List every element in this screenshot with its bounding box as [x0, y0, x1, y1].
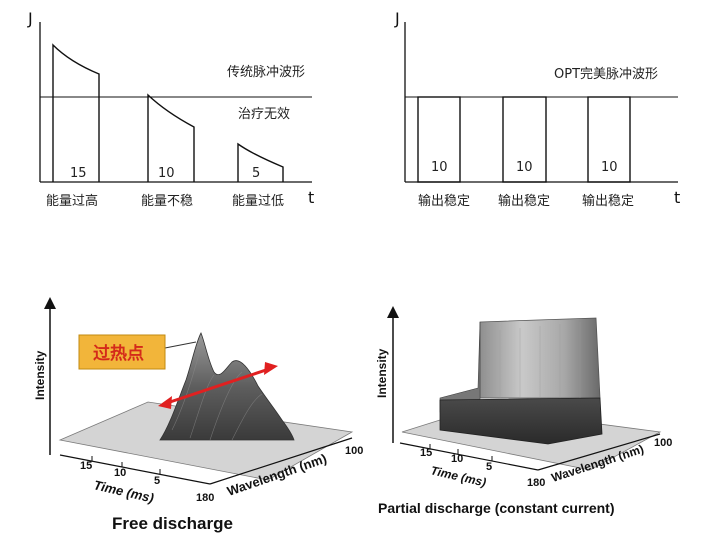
wavelength-tick-1: 180 [527, 477, 545, 489]
time-tick-2: 10 [451, 453, 463, 465]
caption: Partial discharge (constant current) [378, 500, 615, 516]
hotspot-leader [164, 341, 197, 349]
hotspot-box [78, 334, 166, 370]
partial-discharge-plot: Intensity 15 10 5 Time (ms) 180 100 Wave… [375, 306, 672, 516]
time-tick-3: 5 [154, 475, 160, 487]
waveform-label: 传统脉冲波形 [227, 65, 305, 80]
time-axis-label: Time (ms) [92, 477, 155, 505]
wavelength-tick-1: 180 [196, 492, 214, 504]
spectrum-surface [159, 332, 295, 441]
pulse-high [52, 43, 100, 182]
hotspot-label: 过热点 [93, 343, 144, 364]
caption: Free discharge [112, 514, 233, 533]
x-axis-label: t [308, 188, 314, 207]
pulse-stable-3 [587, 96, 631, 183]
spectrum-block-side [439, 321, 481, 413]
pulse-value-1: 10 [431, 160, 448, 175]
time-axis [59, 454, 211, 485]
pulse-unstable [147, 93, 195, 182]
waveform-label: OPT完美脉冲波形 [554, 67, 658, 82]
spread-arrow [163, 366, 273, 406]
spectrum-block-front [439, 397, 603, 445]
spread-arrow-head-left [158, 396, 172, 409]
wavelength-tick-2: 100 [654, 437, 672, 449]
wavelength-axis [537, 433, 661, 471]
y-axis-label: J [27, 9, 33, 28]
pulse-stable-1 [417, 96, 461, 183]
wavelength-axis [209, 437, 353, 485]
pulse-caption-1: 输出稳定 [418, 193, 470, 209]
time-tick-1: 15 [420, 447, 432, 459]
intensity-label: Intensity [375, 348, 389, 398]
pulse-caption-1: 能量过高 [46, 193, 98, 209]
pulse-caption-2: 能量不稳 [141, 193, 193, 209]
pulse-value-2: 10 [516, 160, 533, 175]
time-axis [399, 442, 539, 471]
surface-ridges [499, 322, 581, 398]
pulse-caption-3: 输出稳定 [582, 193, 634, 209]
threshold-label: 治疗无效 [238, 107, 290, 122]
pulse-value-1: 15 [70, 166, 87, 181]
intensity-label: Intensity [33, 350, 47, 400]
time-tick-3: 5 [486, 461, 492, 473]
pulse-stable-2 [502, 96, 547, 183]
pulse-caption-2: 输出稳定 [498, 193, 550, 209]
pulse-value-2: 10 [158, 166, 175, 181]
time-axis-label: Time (ms) [429, 463, 487, 489]
time-tick-2: 10 [114, 467, 126, 479]
pulse-value-3: 10 [601, 160, 618, 175]
pulse-caption-3: 能量过低 [232, 194, 284, 209]
x-axis-label: t [674, 188, 680, 207]
traditional-pulse-diagram: J t 传统脉冲波形 治疗无效 15 10 5 能量过高 能量不稳 能量过低 [27, 9, 314, 209]
pulse-value-3: 5 [252, 166, 260, 181]
opt-pulse-diagram: J t OPT完美脉冲波形 10 10 10 输出稳定 输出稳定 输出稳定 [394, 9, 680, 209]
y-axis-label: J [394, 9, 400, 28]
surface-ridges [171, 349, 263, 441]
pulse-low [237, 142, 284, 182]
time-tick-1: 15 [80, 460, 92, 472]
free-discharge-plot: Intensity 过热点 15 10 5 Time (ms) 180 100 … [33, 297, 363, 533]
spread-arrow-head-right [264, 362, 278, 375]
wavelength-tick-2: 100 [345, 445, 363, 457]
